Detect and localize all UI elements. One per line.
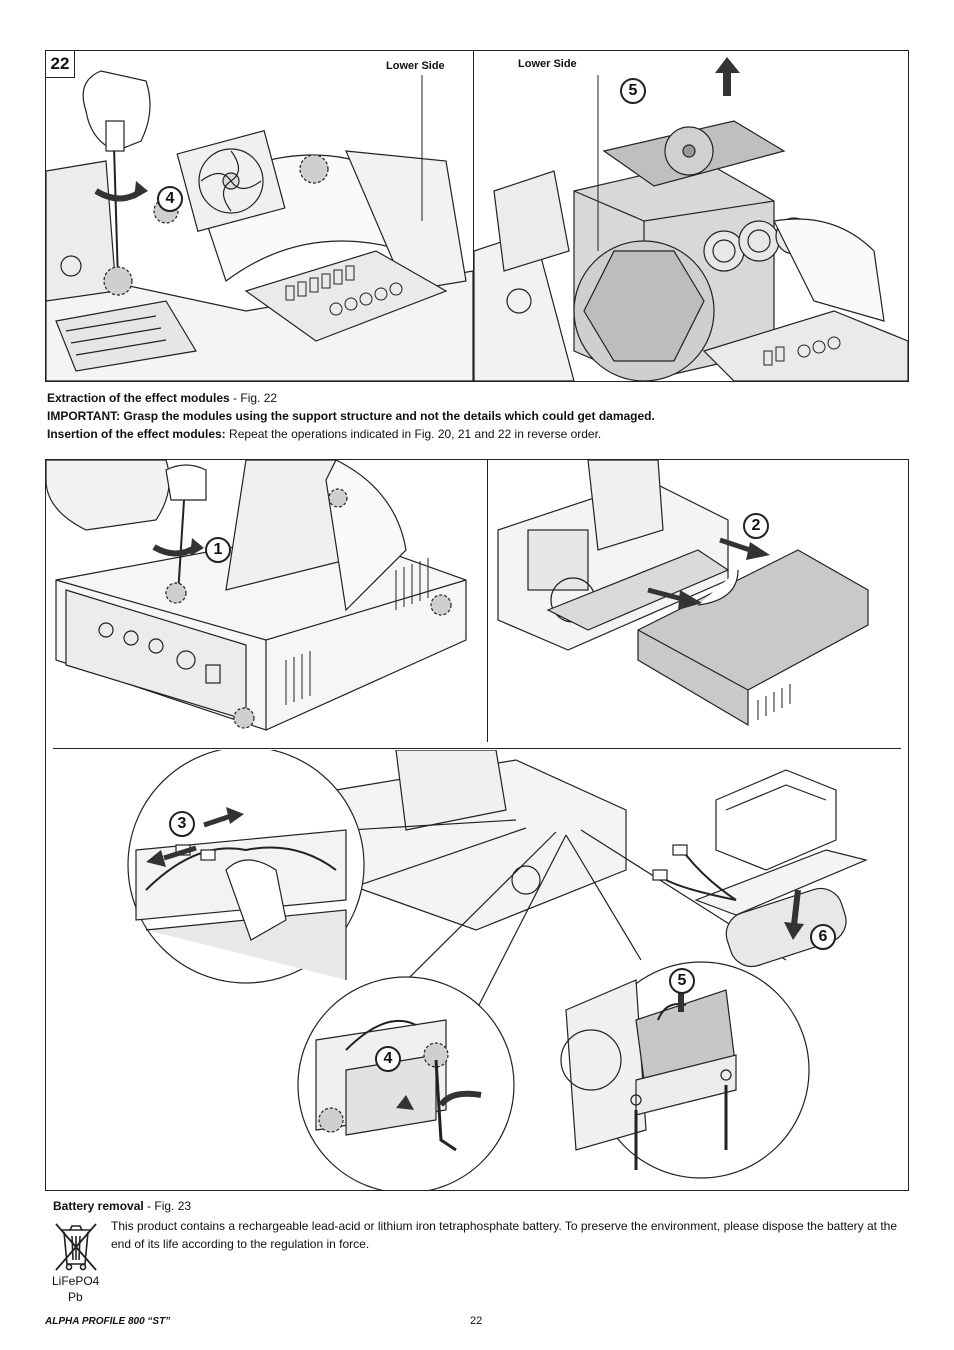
figure-22-left-illustration [46,70,473,381]
figure-23-step-2-callout: 2 [743,513,769,539]
battery-removal-title: Battery removal [53,1199,144,1213]
figure-22-number: 22 [46,51,75,78]
caption-insertion-title: Insertion of the effect modules: [47,427,226,441]
figure-23-top-left-illustration [46,460,467,731]
footer-product-name: ALPHA PROFILE 800 “ST” [45,1316,171,1327]
figure-23-step-4-callout: 4 [375,1046,401,1072]
battery-symbol-label-lifepo4: LiFePO4 [52,1274,100,1288]
caption-extraction-line: Extraction of the effect modules - Fig. … [47,389,917,407]
figure-23-vertical-divider [487,460,488,742]
figure-23-step-5-callout: 5 [669,968,695,994]
figure-22-frame: 22 [45,50,909,382]
figure-22-step-4-callout: 4 [157,186,183,212]
figure-22-right-illustration [474,57,908,381]
battery-symbol-label-pb: Pb [68,1290,83,1304]
caption-important-line: IMPORTANT: Grasp the modules using the s… [47,407,917,425]
figure-23-step-1-callout: 1 [205,537,231,563]
figure-23-frame: 23 [45,459,909,1191]
caption-important-text: IMPORTANT: Grasp the modules using the s… [47,409,655,423]
figure-22-divider [473,51,474,381]
figure-23-top-right-illustration [497,460,869,727]
caption-extraction-title: Extraction of the effect modules [47,391,230,405]
caption-extraction-ref: - Fig. 22 [229,391,278,405]
figure-23-bottom-illustration [127,750,868,1190]
crossed-bin-icon [55,1223,97,1271]
battery-removal-ref: - Fig. 23 [143,1199,192,1213]
caption-insertion-text: Repeat the operations indicated in Fig. … [225,427,602,441]
footer-page-number: 22 [470,1315,483,1327]
figure-23-step-6-callout: 6 [810,924,836,950]
figure-22-left-label: Lower Side [386,60,445,72]
battery-disposal-text: This product contains a rechargeable lea… [111,1219,898,1251]
battery-removal-heading: Battery removal - Fig. 23 [53,1197,191,1215]
figure-22-step-5-callout: 5 [620,78,646,104]
figure-22-caption: Extraction of the effect modules - Fig. … [47,389,917,443]
caption-insertion-line: Insertion of the effect modules: Repeat … [47,425,917,443]
figure-23-horizontal-divider [53,748,901,749]
figure-23-step-3-callout: 3 [169,811,195,837]
figure-22-right-label: Lower Side [518,58,577,70]
